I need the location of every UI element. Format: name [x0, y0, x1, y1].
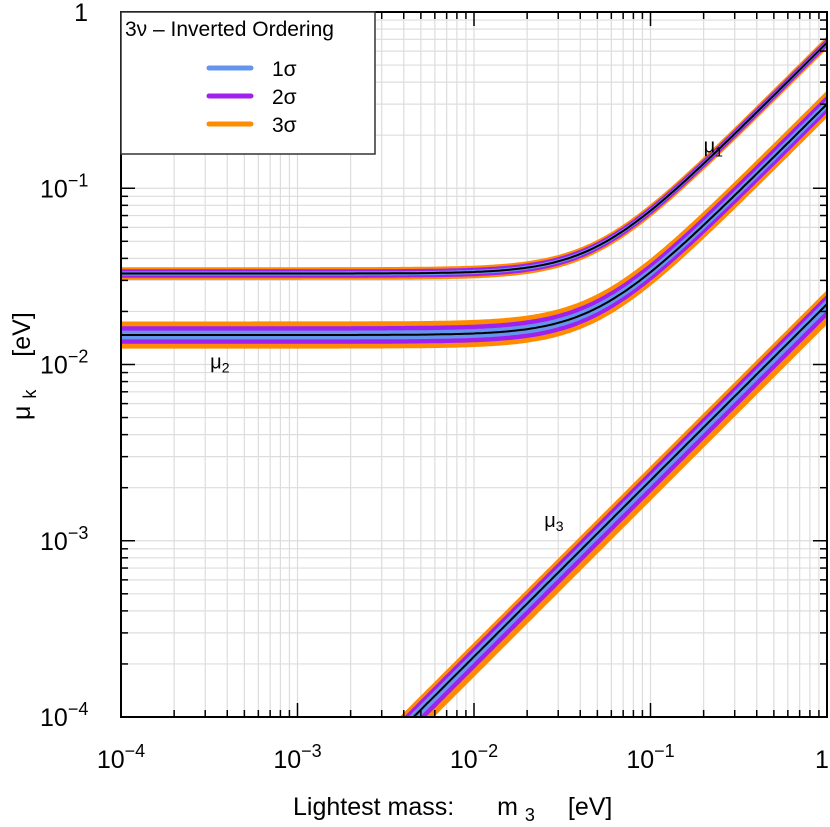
- band-μ2: [121, 90, 827, 349]
- x-axis-title-main: Lightest mass:: [293, 793, 454, 821]
- y-tick-label: 10−1: [40, 170, 88, 203]
- sigma3-band: [399, 290, 827, 717]
- x-axis-title-unit: [eV]: [568, 793, 612, 821]
- x-tick-label: 10−4: [97, 741, 145, 774]
- confidence-bands: [121, 36, 827, 717]
- y-axis-title-var: μ: [8, 406, 36, 420]
- y-axis-title-unit: [eV]: [8, 312, 36, 356]
- x-tick-label: 10−1: [626, 741, 674, 774]
- y-tick-label: 1: [74, 0, 88, 27]
- legend-label: 1σ: [272, 58, 297, 81]
- x-axis-title-var: m: [497, 793, 518, 821]
- legend-label: 2σ: [272, 86, 297, 109]
- best-fit-line: [121, 41, 827, 275]
- tick-labels: 10−4 10−3 10−2 10−1 1 10−4 10−3 10−2 10−1 1: [40, 0, 829, 774]
- y-tick-label: 10−3: [40, 523, 88, 556]
- x-axis-title: Lightest mass: m 3 [eV]: [293, 793, 612, 827]
- legend-entry: 2σ: [206, 86, 297, 109]
- legend-title: 3ν – Inverted Ordering: [125, 18, 334, 41]
- y-axis-title: μ k [eV]: [8, 312, 42, 420]
- curve-label-μ3: μ3: [544, 510, 564, 534]
- x-tick-label: 10−3: [273, 741, 321, 774]
- legend-label: 3σ: [272, 114, 297, 137]
- legend-entry: 1σ: [206, 58, 297, 81]
- band-μ3: [399, 290, 827, 717]
- y-tick-label: 10−2: [40, 347, 88, 380]
- legend-entry: 3σ: [206, 114, 297, 137]
- best-fit-line: [412, 303, 827, 717]
- curve-label-μ1: μ1: [704, 135, 724, 159]
- x-tick-label: 1: [815, 746, 829, 774]
- legend-box: [120, 11, 376, 155]
- legend-entries: 1σ 2σ 3σ: [206, 58, 297, 137]
- band-μ1: [121, 36, 827, 280]
- sigma2-band: [403, 294, 827, 717]
- sigma3-band: [121, 90, 827, 349]
- x-axis-title-sub: 3: [525, 805, 535, 825]
- curve-label-μ2: μ2: [210, 351, 230, 375]
- y-axis-title-sub: k: [20, 389, 40, 399]
- best-fit-line: [121, 103, 827, 336]
- curve-labels: μ1 μ2 μ3: [210, 135, 723, 534]
- x-tick-label: 10−2: [450, 741, 498, 774]
- sigma1-band: [408, 298, 827, 717]
- plot-frame: [120, 11, 828, 718]
- y-tick-label: 10−4: [40, 699, 88, 732]
- legend: 3ν – Inverted Ordering 1σ 2σ 3σ: [120, 11, 376, 155]
